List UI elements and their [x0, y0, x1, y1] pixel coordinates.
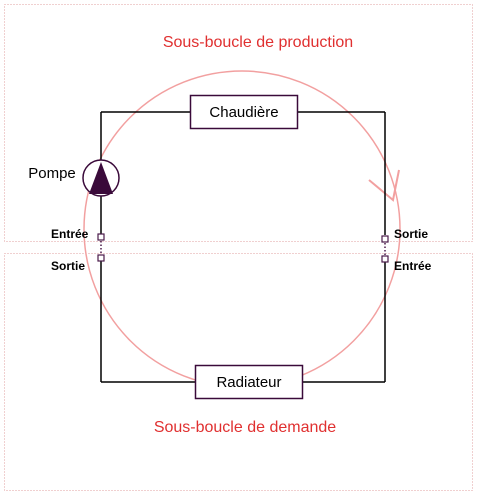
port-left-lower: [97, 254, 105, 262]
boiler-box: [189, 94, 299, 130]
radiator-box: [194, 364, 304, 400]
demand-loop-title: Sous-boucle de demande: [154, 419, 336, 436]
boiler-component: Chaudière: [189, 94, 299, 130]
production-loop-border: [4, 4, 473, 242]
ports: Entrée Sortie Sortie Entrée: [51, 227, 432, 273]
pump-triangle-icon: [89, 162, 113, 194]
production-loop-region: Sous-boucle de production: [4, 4, 473, 242]
pump-component: Pompe: [28, 159, 120, 197]
port-right-lower: [381, 255, 389, 263]
radiator-component: Radiateur: [194, 364, 304, 400]
pump-label: Pompe: [28, 165, 76, 182]
port-label-right-lower: Entrée: [394, 259, 432, 273]
port-left-upper: [97, 233, 105, 241]
boiler-label: Chaudière: [209, 104, 278, 121]
demand-loop-border: [4, 253, 473, 491]
port-label-right-upper: Sortie: [394, 227, 428, 241]
arrowhead-icon: [368, 169, 400, 202]
radiator-label: Radiateur: [216, 374, 281, 391]
production-loop-title: Sous-boucle de production: [163, 34, 353, 51]
pipe-network: [100, 111, 386, 383]
demand-loop-region: Sous-boucle de demande: [4, 253, 473, 491]
port-label-left-lower: Sortie: [51, 259, 85, 273]
port-label-left-upper: Entrée: [51, 227, 89, 241]
port-right-upper: [381, 235, 389, 243]
